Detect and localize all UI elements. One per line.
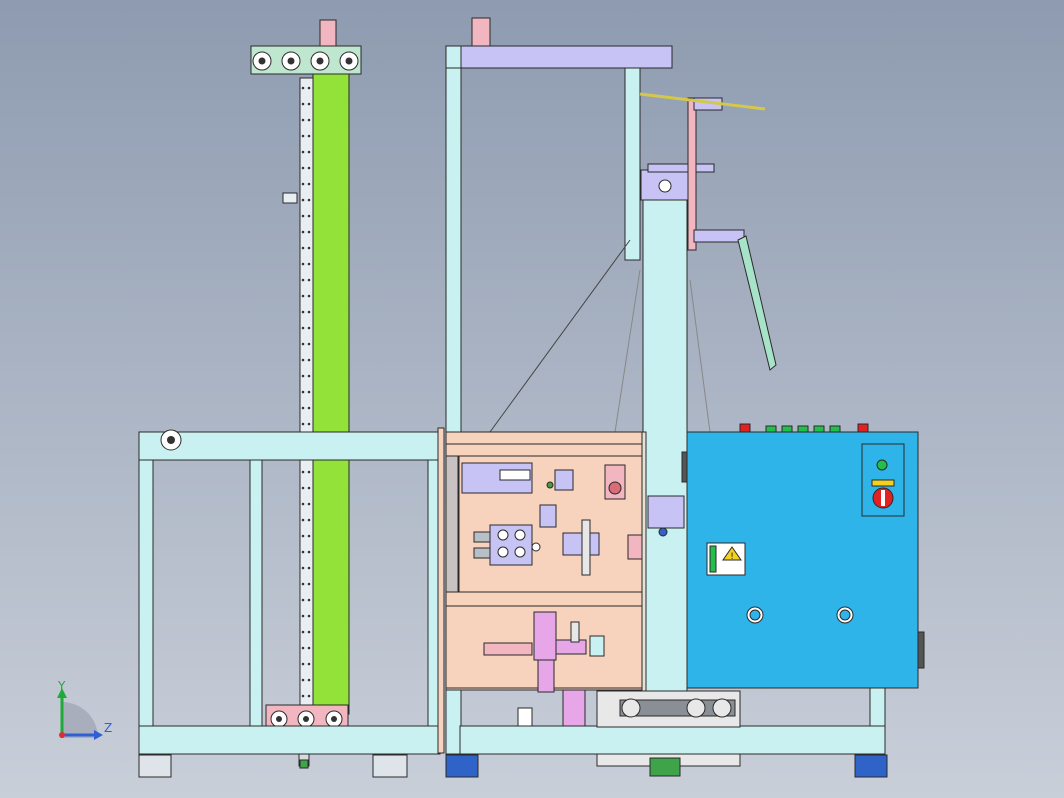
left-frame-top-beam <box>138 431 441 461</box>
yellow-rod <box>639 92 766 111</box>
top-rollers <box>252 51 359 71</box>
panel-mid-rail <box>445 591 643 607</box>
bottom-shaft-tip <box>299 759 309 769</box>
y-axis-label: Y <box>57 679 66 693</box>
side-sensor <box>282 192 298 204</box>
control-cabinet <box>686 423 925 689</box>
valve-bank <box>489 524 533 566</box>
panel-right-rail <box>641 431 647 693</box>
green-belt <box>312 71 350 715</box>
motor-connector <box>658 527 668 537</box>
foot-2 <box>372 754 408 778</box>
warning-sign-text: ! <box>730 552 734 562</box>
left-frame-bottom-beam <box>138 725 441 755</box>
fitting-1 <box>554 469 574 491</box>
foot-3 <box>445 754 479 778</box>
filter-bowl <box>533 611 557 661</box>
panel-top-rail <box>445 431 643 445</box>
cable-3 <box>689 279 711 433</box>
left-frame <box>138 431 441 755</box>
rail-holes <box>300 78 313 742</box>
left-feet <box>138 754 408 778</box>
axis-triad[interactable]: Y Z <box>57 679 112 740</box>
warning-icon <box>722 546 742 561</box>
plc-label <box>499 469 531 481</box>
solenoid-stem <box>581 519 591 576</box>
top-roller-hubs <box>258 57 353 65</box>
pink-arm <box>687 97 697 251</box>
z-axis-label: Z <box>104 721 112 735</box>
gripper-bracket <box>693 229 745 243</box>
right-feet <box>445 754 888 778</box>
valve-input-1 <box>473 531 491 543</box>
top-glands <box>765 425 841 433</box>
drain-unit <box>562 689 586 727</box>
right-frame-mid-post <box>624 45 641 261</box>
cable-1 <box>489 239 631 433</box>
drive-unit <box>596 690 741 777</box>
top-lavender-beam <box>460 45 673 69</box>
left-frame-post-left <box>138 431 154 755</box>
right-frame-right-post <box>869 687 886 727</box>
cable-2 <box>614 269 641 433</box>
motor-block <box>647 495 685 529</box>
drive-pulley-3 <box>712 698 732 718</box>
top-tensioner-block <box>319 19 337 47</box>
top-gland-red-2 <box>857 423 869 433</box>
start-button-icon[interactable] <box>876 459 888 471</box>
x-axis-dot <box>59 732 65 738</box>
fitting-2 <box>539 504 557 528</box>
triad-plane <box>62 702 98 738</box>
upper-panel-frame <box>445 455 459 593</box>
estop-label <box>871 479 895 487</box>
lift-head-arm <box>647 163 715 173</box>
outlet-connector <box>589 635 605 657</box>
machine-assembly <box>138 17 925 778</box>
filter-drain <box>537 659 555 693</box>
foot-1 <box>138 754 172 778</box>
gauge-stem <box>570 621 580 643</box>
pneumatic-panel <box>445 431 647 727</box>
solenoid-valve <box>562 532 600 556</box>
top-pink-block <box>471 17 491 47</box>
y-axis-arrow <box>57 688 67 698</box>
right-frame-base <box>459 725 886 755</box>
left-frame-inner-post <box>249 459 263 727</box>
z-axis-arrow <box>94 730 103 740</box>
inlet-spring <box>483 642 533 656</box>
foot-4 <box>854 754 888 778</box>
lift-head-pin <box>658 179 672 193</box>
top-gland-red-1 <box>739 423 751 433</box>
valve-input-2 <box>473 547 491 559</box>
cabinet-hinge <box>917 631 925 669</box>
gripper-finger <box>737 235 777 371</box>
drive-belt <box>619 699 736 717</box>
drive-pulley-1 <box>621 698 641 718</box>
side-plate <box>437 427 445 754</box>
side-valve <box>627 534 643 560</box>
base-motor <box>649 757 681 777</box>
lift-column-body <box>642 195 688 712</box>
small-box <box>517 707 533 727</box>
drive-pulley-2 <box>686 698 706 718</box>
